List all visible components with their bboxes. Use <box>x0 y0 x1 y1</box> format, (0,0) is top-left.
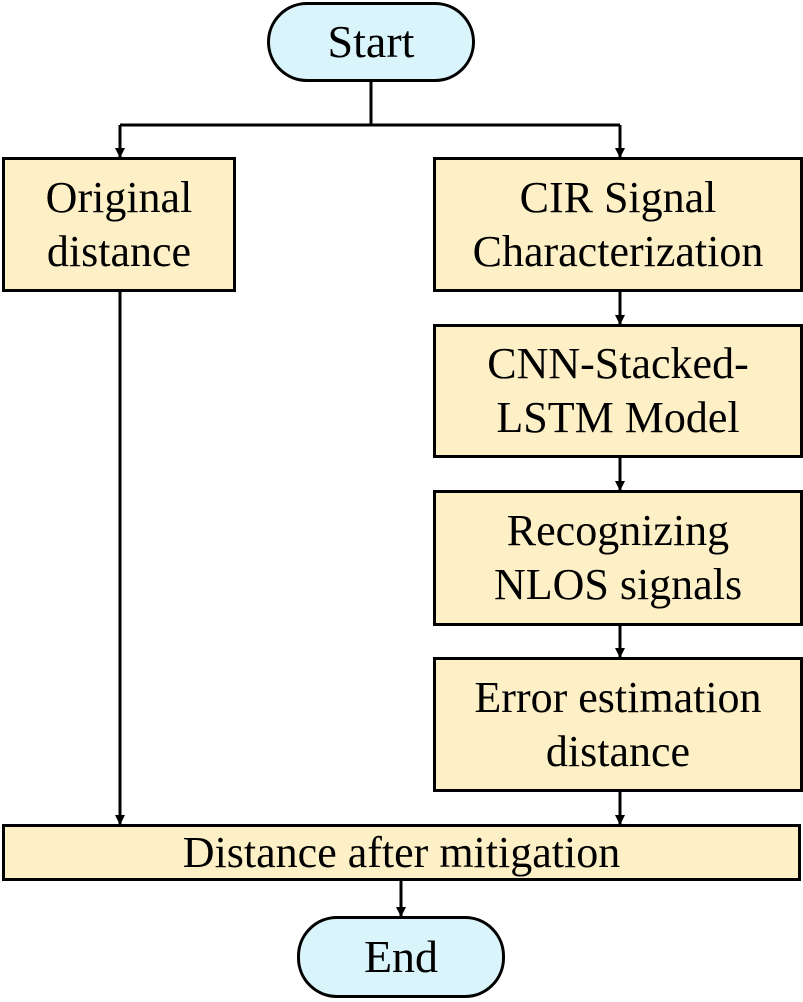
recognizing-box: Recognizing NLOS signals <box>433 490 803 626</box>
start-label: Start <box>327 16 415 67</box>
original-distance-box: Original distance <box>2 157 236 292</box>
cnn-model-box: CNN-Stacked- LSTM Model <box>433 324 803 458</box>
cir-characterization-label: CIR Signal Characterization <box>472 172 764 276</box>
cnn-model-label: CNN-Stacked- LSTM Model <box>487 339 749 442</box>
error-estimation-label: Error estimation distance <box>474 672 762 776</box>
end-label: End <box>363 931 439 982</box>
original-distance-label: Original distance <box>45 172 193 276</box>
cir-characterization-box: CIR Signal Characterization <box>433 157 803 292</box>
distance-after-box: Distance after mitigation <box>2 824 801 881</box>
end-terminal: End <box>297 916 505 998</box>
start-terminal: Start <box>267 2 475 82</box>
distance-after-label: Distance after mitigation <box>182 827 621 877</box>
error-estimation-box: Error estimation distance <box>433 657 803 792</box>
recognizing-label: Recognizing NLOS signals <box>493 506 743 609</box>
